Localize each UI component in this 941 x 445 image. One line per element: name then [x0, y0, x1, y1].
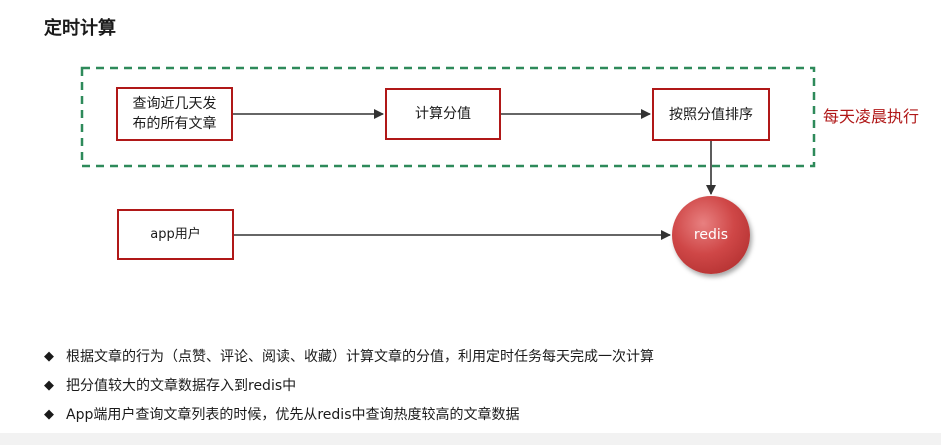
node-app-user: app用户: [117, 209, 234, 260]
list-item: ◆ 根据文章的行为（点赞、评论、阅读、收藏）计算文章的分值，利用定时任务每天完成…: [44, 346, 654, 375]
node-sort-by-score: 按照分值排序: [652, 88, 770, 141]
bottom-bar: [0, 433, 941, 445]
diamond-bullet-icon: ◆: [44, 378, 54, 393]
diamond-bullet-icon: ◆: [44, 349, 54, 364]
bullet-text: 把分值较大的文章数据存入到redis中: [66, 378, 297, 394]
node-query-articles: 查询近几天发布的所有文章: [116, 87, 233, 141]
node-app-label: app用户: [150, 226, 201, 242]
list-item: ◆ 把分值较大的文章数据存入到redis中: [44, 375, 654, 404]
bullet-list: ◆ 根据文章的行为（点赞、评论、阅读、收藏）计算文章的分值，利用定时任务每天完成…: [44, 346, 654, 433]
node-calculate-score: 计算分值: [385, 88, 501, 140]
node-sort-label: 按照分值排序: [669, 106, 753, 123]
node-redis-label: redis: [693, 227, 729, 243]
schedule-dashed-region: [80, 66, 816, 168]
bullet-text: App端用户查询文章列表的时候，优先从redis中查询热度较高的文章数据: [66, 407, 520, 423]
diamond-bullet-icon: ◆: [44, 407, 54, 422]
node-redis: redis: [672, 196, 750, 274]
node-score-label: 计算分值: [415, 106, 471, 122]
bullet-text: 根据文章的行为（点赞、评论、阅读、收藏）计算文章的分值，利用定时任务每天完成一次…: [66, 349, 654, 365]
schedule-label: 每天凌晨执行: [823, 107, 920, 126]
node-query-label: 查询近几天发布的所有文章: [132, 96, 217, 132]
page-title: 定时计算: [44, 18, 116, 39]
list-item: ◆ App端用户查询文章列表的时候，优先从redis中查询热度较高的文章数据: [44, 404, 654, 433]
